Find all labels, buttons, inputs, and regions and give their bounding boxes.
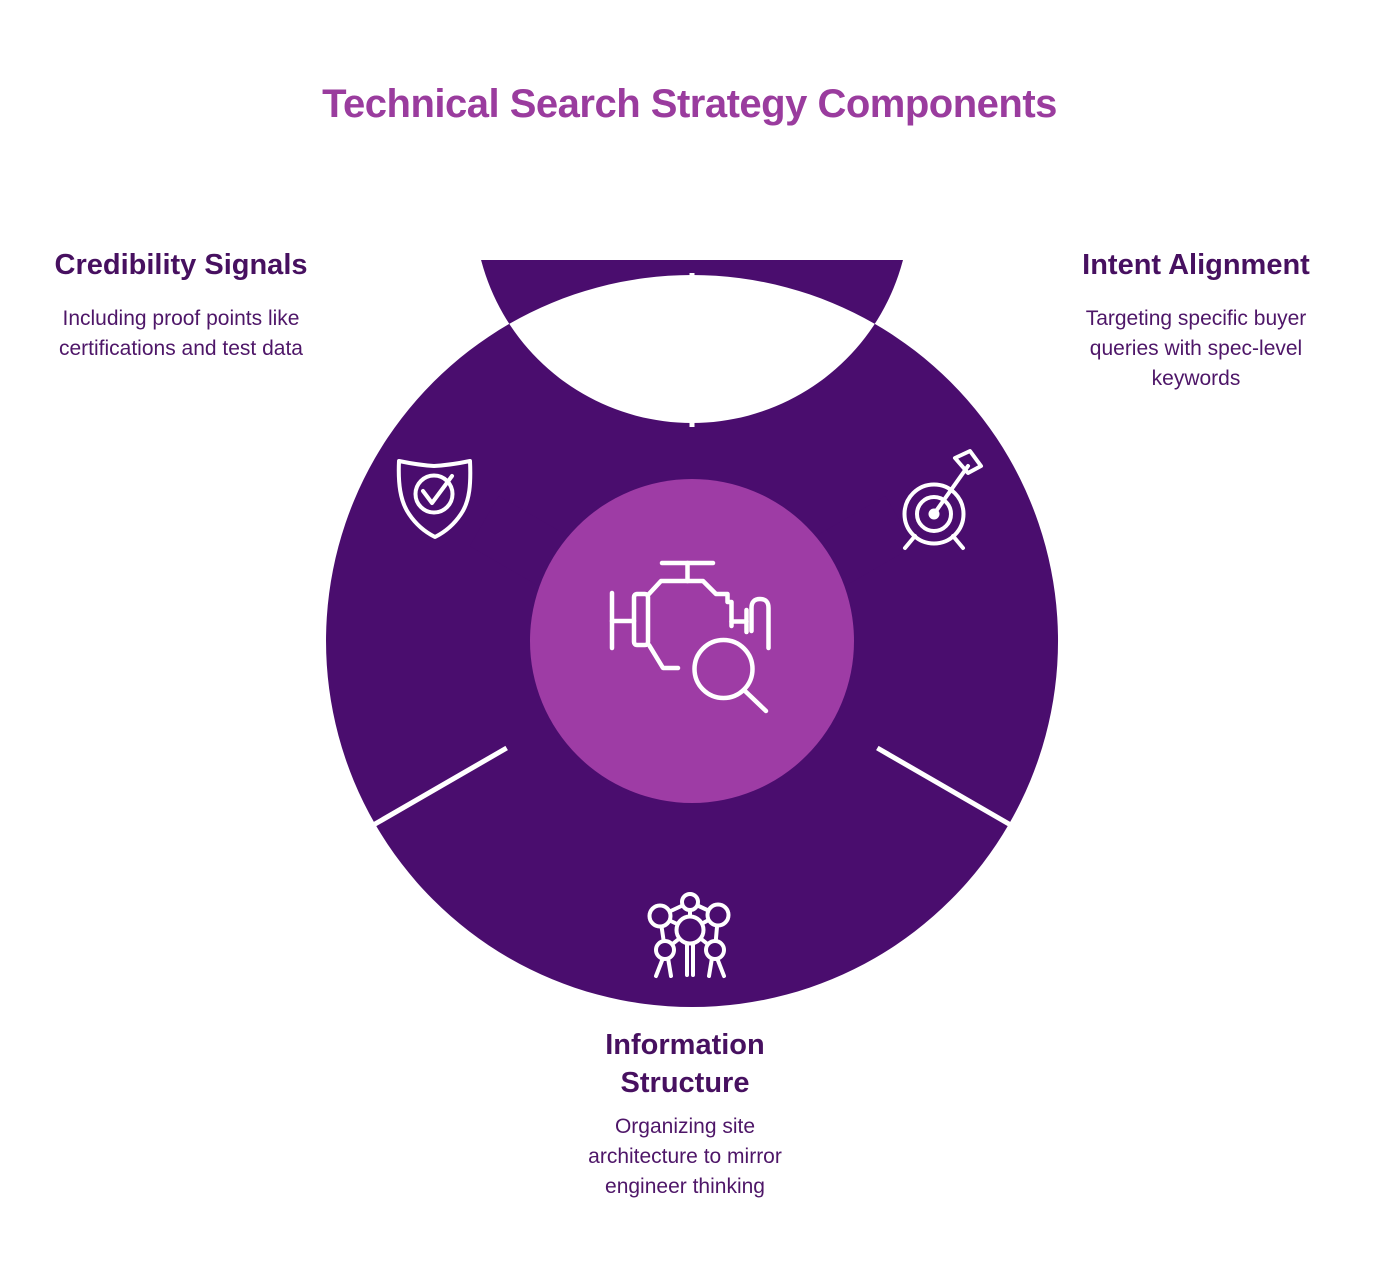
segment-dividers (372, 273, 1012, 828)
target-arrow-icon (902, 449, 983, 550)
segment-label-information-structure: Information Structure Organizing site ar… (515, 1026, 855, 1202)
segment-description: Targeting specific buyer queries with sp… (1085, 307, 1307, 391)
donut-diagram (326, 260, 1059, 1007)
shield-check-icon (396, 459, 473, 539)
divider-lower-left (372, 745, 508, 828)
segment-heading: Credibility Signals (54, 249, 308, 281)
segment-heading: Information Structure (605, 1029, 765, 1100)
segment-description: Including proof points like certificatio… (59, 307, 303, 361)
segment-description: Organizing site architecture to mirror e… (588, 1114, 782, 1198)
magnifier-handle (741, 687, 769, 714)
network-structure-icon (647, 892, 731, 978)
engine-search-icon (609, 560, 771, 714)
page-title: Technical Search Strategy Components (322, 82, 1057, 126)
hub-circle (530, 479, 854, 803)
segment-label-credibility-signals: Credibility Signals Including proof poin… (11, 246, 351, 364)
segment-heading: Intent Alignment (1082, 249, 1310, 281)
segment-label-intent-alignment: Intent Alignment Targeting specific buye… (1026, 246, 1366, 394)
magnifier-lens (692, 637, 755, 701)
divider-lower-right (876, 745, 1012, 828)
